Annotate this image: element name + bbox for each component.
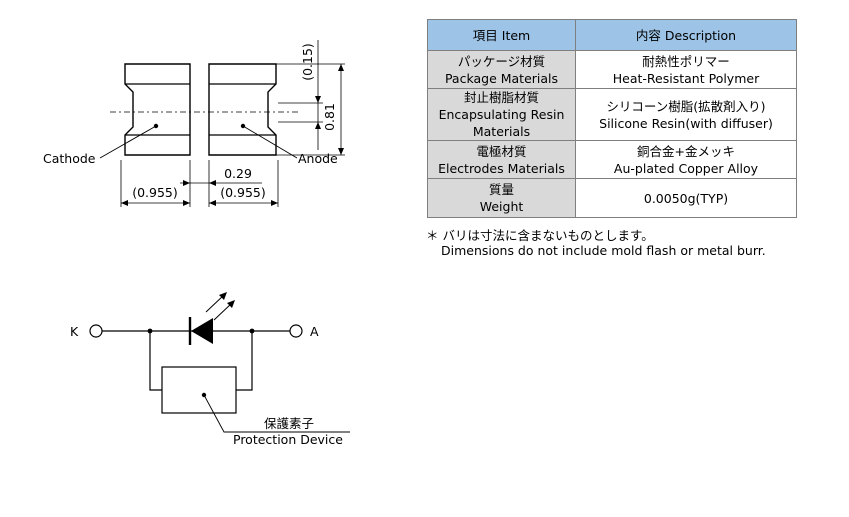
table-row: 電極材質 Electrodes Materials 銅合金+金メッキ Au-pl… bbox=[427, 140, 797, 179]
anode-terminal bbox=[289, 324, 303, 338]
dim-gap: 0.29 bbox=[224, 166, 252, 181]
header-item: 項目 Item bbox=[427, 19, 576, 51]
cathode-pad bbox=[124, 63, 191, 156]
description-cell: シリコーン樹脂(拡散剤入り) Silicone Resin(with diffu… bbox=[575, 88, 797, 141]
protection-device-box bbox=[161, 366, 237, 414]
item-cell: 質量 Weight bbox=[427, 178, 576, 218]
dim-top-offset: (0.15) bbox=[300, 43, 315, 81]
anode-label: Anode bbox=[298, 151, 338, 166]
table-row: 封止樹脂材質 Encapsulating Resin Materials シリコ… bbox=[427, 88, 797, 141]
circuit-schematic: K A 保護素子 Protection Device bbox=[70, 292, 350, 447]
cathode-terminal bbox=[89, 324, 103, 338]
description-cell: 耐熱性ポリマー Heat-Resistant Polymer bbox=[575, 50, 797, 89]
footnote-jp: ＊ バリは寸法に含まないものとします。 bbox=[426, 228, 654, 243]
led-symbol bbox=[188, 292, 235, 345]
protection-device-label-en: Protection Device bbox=[233, 432, 343, 447]
a-label: A bbox=[310, 324, 319, 339]
specification-table: 項目 Item 内容 Description パッケージ材質 Package M… bbox=[427, 19, 797, 218]
table-row: 質量 Weight 0.0050g(TYP) bbox=[427, 178, 797, 218]
table-row: パッケージ材質 Package Materials 耐熱性ポリマー Heat-R… bbox=[427, 50, 797, 89]
k-label: K bbox=[70, 324, 79, 339]
item-cell: パッケージ材質 Package Materials bbox=[427, 50, 576, 89]
item-cell: 電極材質 Electrodes Materials bbox=[427, 140, 576, 179]
dim-width-right: (0.955) bbox=[220, 185, 266, 200]
footnote: ＊ バリは寸法に含まないものとします。 Dimensions do not in… bbox=[426, 228, 766, 258]
description-cell: 銅合金+金メッキ Au-plated Copper Alloy bbox=[575, 140, 797, 179]
dim-width-left: (0.955) bbox=[132, 185, 178, 200]
package-dimension-drawing: (0.955) (0.955) 0.29 0.81 (0.15) Cathode… bbox=[43, 40, 345, 207]
footnote-en: Dimensions do not include mold flash or … bbox=[441, 243, 766, 258]
table-header-row: 項目 Item 内容 Description bbox=[427, 19, 797, 51]
cathode-label: Cathode bbox=[43, 151, 96, 166]
anode-pad bbox=[208, 63, 277, 156]
item-cell: 封止樹脂材質 Encapsulating Resin Materials bbox=[427, 88, 576, 141]
dim-height: 0.81 bbox=[322, 103, 337, 131]
description-cell: 0.0050g(TYP) bbox=[575, 178, 797, 218]
protection-device-label-jp: 保護素子 bbox=[264, 416, 314, 431]
header-description: 内容 Description bbox=[575, 19, 797, 51]
